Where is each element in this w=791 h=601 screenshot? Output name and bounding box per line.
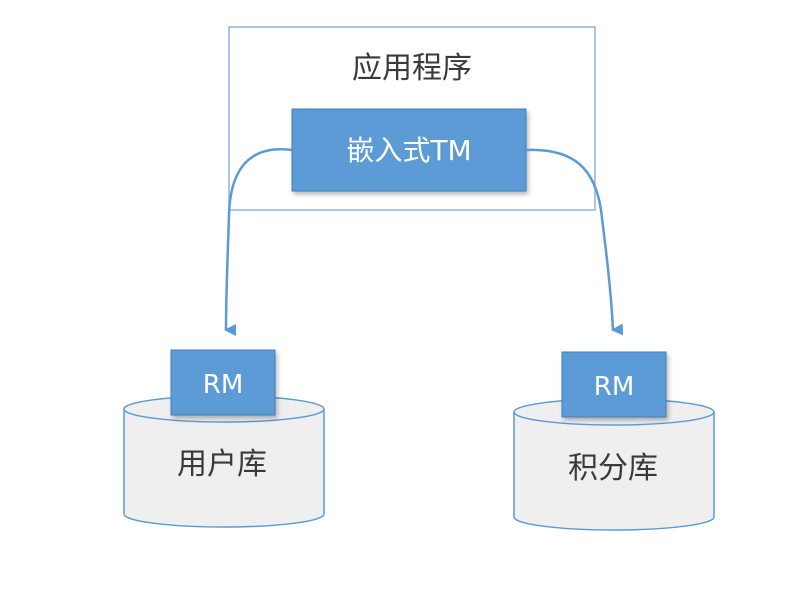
application-title: 应用程序 xyxy=(352,51,472,86)
points-db: 积分库 xyxy=(513,398,715,531)
user-db-rm-node: RM xyxy=(170,349,276,416)
points-db-rm-label: RM xyxy=(594,372,635,402)
arrow-to-user-db xyxy=(224,148,293,337)
user-db-rm-box xyxy=(170,349,276,416)
user-db-cylinder xyxy=(123,409,325,528)
embedded-tm-box xyxy=(291,108,527,192)
points-db-cylinder xyxy=(513,412,715,531)
points-db-rm-box xyxy=(561,351,667,418)
embedded-tm-label: 嵌入式TM xyxy=(346,134,471,167)
points-db-name: 积分库 xyxy=(568,451,658,486)
user-db: 用户库 xyxy=(123,395,325,528)
user-db-rm-label: RM xyxy=(203,370,244,400)
user-db-name: 用户库 xyxy=(177,447,267,482)
arrow-to-points-db xyxy=(525,148,624,336)
points-db-rm-node: RM xyxy=(561,351,667,418)
embedded-tm-node: 嵌入式TM xyxy=(291,108,527,192)
